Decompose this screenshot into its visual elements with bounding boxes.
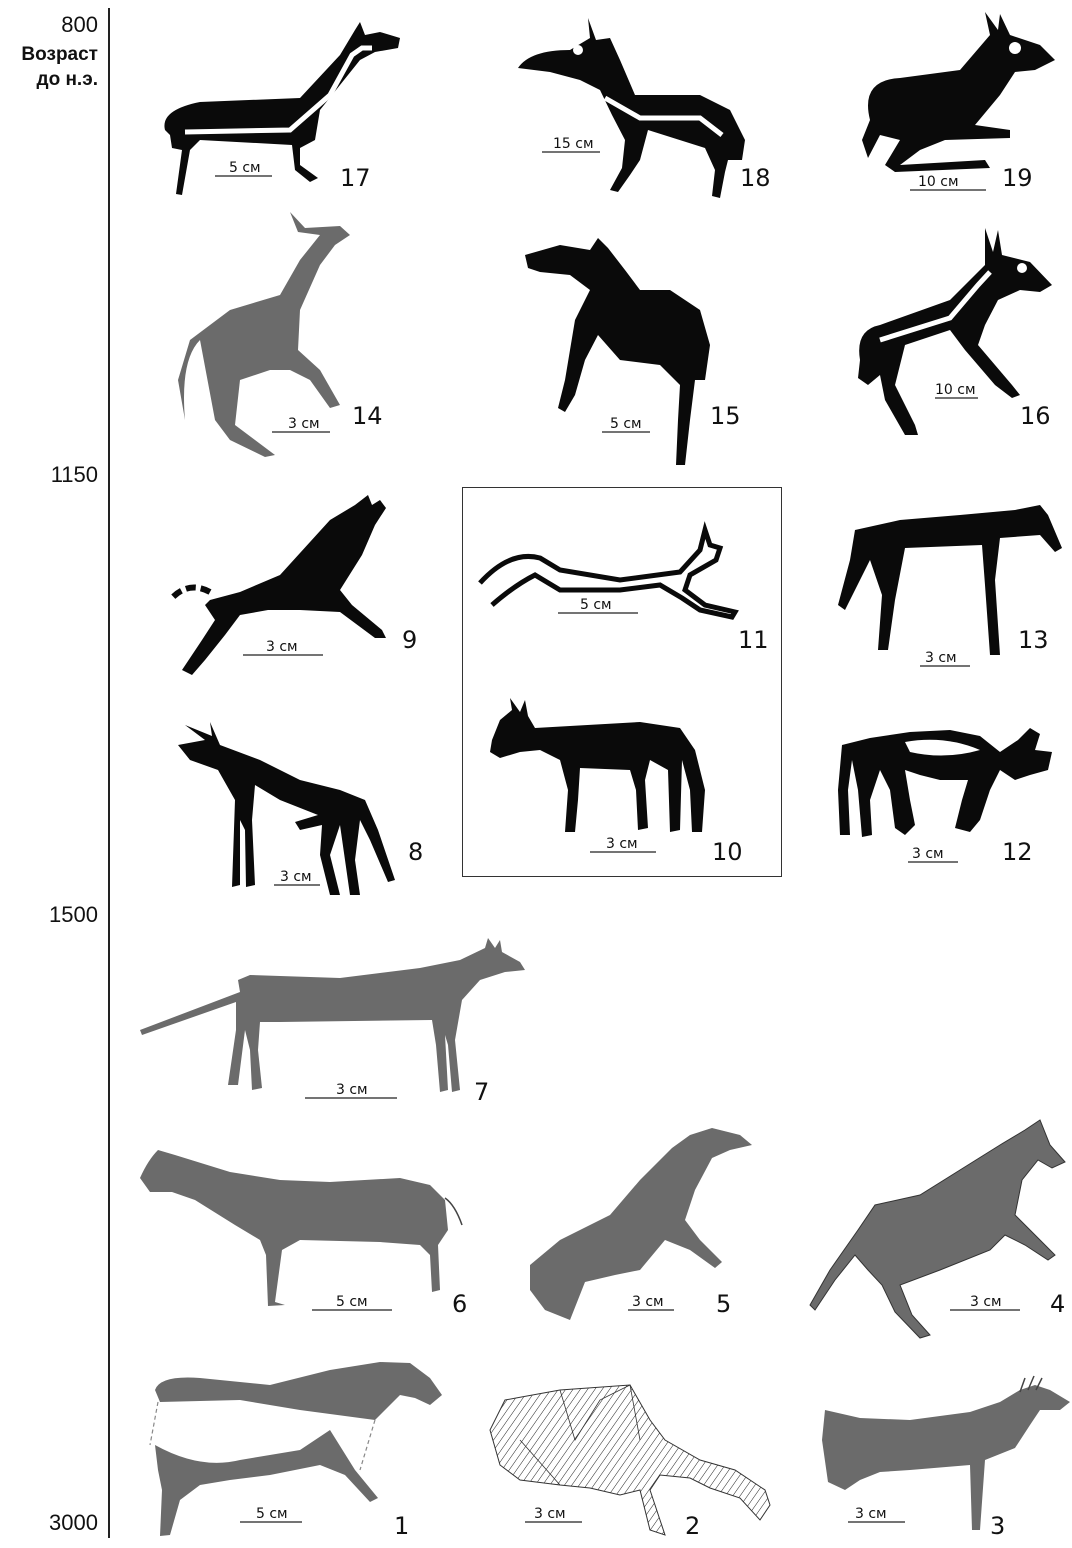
figure-2: 3 см 2: [490, 1385, 770, 1540]
figure-number-8: 8: [408, 838, 423, 866]
figure-number-3: 3: [990, 1512, 1005, 1540]
scale-label-8: 3 см: [280, 869, 312, 885]
figure-number-4: 4: [1050, 1290, 1065, 1318]
figure-8: 3 см 8: [178, 722, 423, 895]
animal-drawing-6: [140, 1150, 448, 1306]
scale-label-5: 3 см: [632, 1294, 664, 1310]
figure-number-14: 14: [352, 402, 383, 430]
animal-drawing-10: [490, 698, 705, 832]
figure-15: 5 см 15: [525, 238, 741, 465]
figure-10: 3 см 10: [490, 698, 743, 866]
animal-drawing-18: [518, 18, 745, 198]
figure-1: 5 см 1: [150, 1362, 442, 1540]
figure-number-2: 2: [685, 1512, 700, 1540]
figure-7: 3 см 7: [140, 938, 525, 1106]
figure-11: 5 см 11: [480, 530, 769, 654]
scale-label-4: 3 см: [970, 1294, 1002, 1310]
figure-number-5: 5: [716, 1290, 731, 1318]
figure-number-12: 12: [1002, 838, 1033, 866]
scale-label-7: 3 см: [336, 1082, 368, 1098]
scale-label-16: 10 см: [935, 382, 976, 398]
figure-19: 10 см 19: [862, 12, 1055, 192]
animal-drawing-4: [810, 1120, 1065, 1338]
figure-number-10: 10: [712, 838, 743, 866]
figure-17: 5 см 17: [164, 22, 400, 195]
scale-label-6: 5 см: [336, 1294, 368, 1310]
animal-drawing-14: [178, 212, 350, 457]
figure-number-7: 7: [474, 1078, 489, 1106]
figure-number-9: 9: [402, 626, 417, 654]
figure-5: 3 см 5: [530, 1128, 752, 1320]
figure-14: 3 см 14: [178, 212, 383, 457]
scale-label-2: 3 см: [534, 1506, 566, 1522]
figure-number-11: 11: [738, 626, 769, 654]
figure-16: 10 см 16: [858, 228, 1052, 435]
figure-6: 5 см 6: [140, 1150, 467, 1318]
scale-label-3: 3 см: [855, 1506, 887, 1522]
scale-label-10: 3 см: [606, 836, 638, 852]
scale-label-17: 5 см: [229, 160, 261, 176]
scale-label-9: 3 см: [266, 639, 298, 655]
scale-label-13: 3 см: [925, 650, 957, 666]
animal-drawing-19: [862, 12, 1055, 172]
figure-number-19: 19: [1002, 164, 1033, 192]
figure-number-18: 18: [740, 164, 771, 192]
figure-12: 3 см 12: [838, 728, 1052, 866]
figure-18: 15 см 18: [518, 18, 771, 198]
scale-label-14: 3 см: [288, 416, 320, 432]
animal-drawing-1-top: [155, 1362, 442, 1420]
figure-number-17: 17: [340, 164, 371, 192]
scale-label-18: 15 см: [553, 136, 594, 152]
figure-3: 3 см 3: [822, 1376, 1070, 1540]
scale-label-15: 5 см: [610, 416, 642, 432]
scale-label-11: 5 см: [580, 597, 612, 613]
scale-label-19: 10 см: [918, 174, 959, 190]
figure-number-6: 6: [452, 1290, 467, 1318]
figure-number-13: 13: [1018, 626, 1049, 654]
figure-13: 3 см 13: [838, 505, 1062, 666]
figure-9: 3 см 9: [170, 495, 417, 675]
figure-4: 3 см 4: [810, 1120, 1065, 1338]
animal-drawing-7: [140, 938, 525, 1092]
animal-drawing-2: [490, 1385, 770, 1535]
scale-label-12: 3 см: [912, 846, 944, 862]
scale-label-1: 5 см: [256, 1506, 288, 1522]
figure-number-15: 15: [710, 402, 741, 430]
figure-number-1: 1: [394, 1512, 409, 1540]
figure-number-16: 16: [1020, 402, 1051, 430]
